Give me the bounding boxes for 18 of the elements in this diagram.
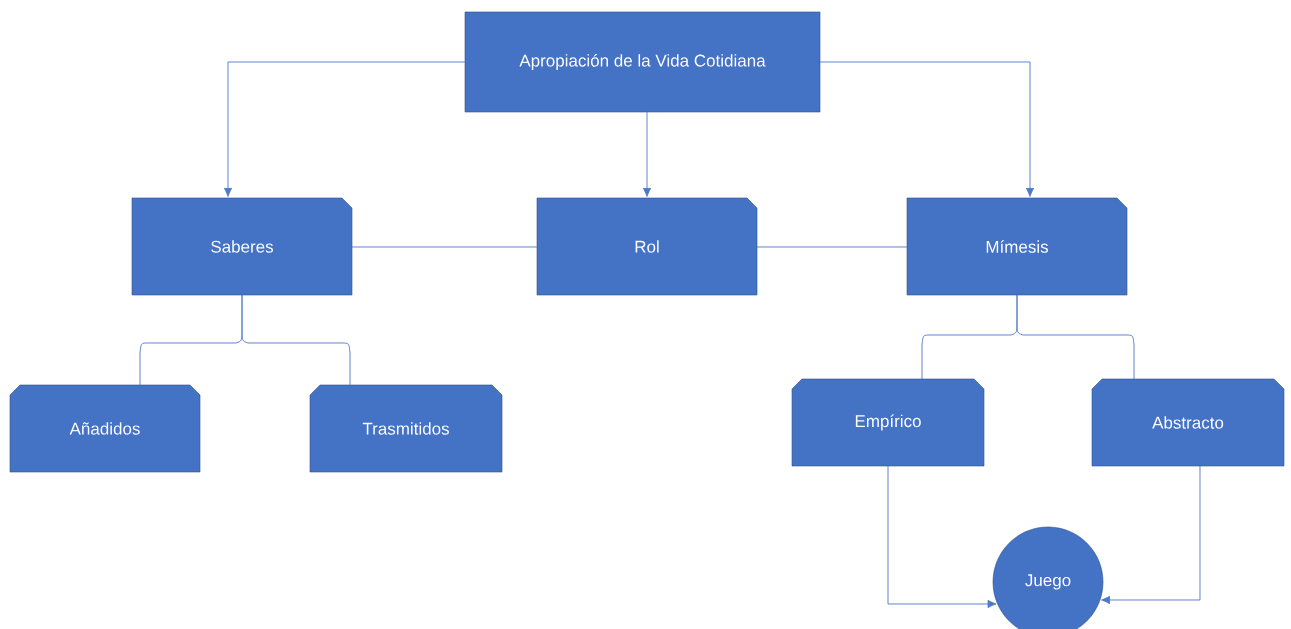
snipped-box: Trasmitidos	[309, 384, 503, 473]
snipped-box: Mímesis	[906, 197, 1128, 296]
circle-node: Juego	[992, 526, 1104, 629]
connector	[887, 465, 997, 609]
connector	[642, 111, 652, 197]
connector	[819, 61, 1035, 197]
snipped-box: Abstracto	[1091, 378, 1285, 467]
connector	[1016, 294, 1135, 380]
connector	[351, 246, 538, 248]
connector	[241, 294, 351, 386]
connector	[1101, 465, 1201, 605]
process-box: Apropiación de la Vida Cotidiana	[464, 11, 821, 113]
connector	[223, 61, 466, 197]
snipped-box: Empírico	[791, 378, 985, 467]
snipped-box: Rol	[536, 197, 758, 296]
snipped-box: Saberes	[131, 197, 353, 296]
connector	[756, 246, 908, 248]
snipped-box: Añadidos	[9, 384, 201, 473]
